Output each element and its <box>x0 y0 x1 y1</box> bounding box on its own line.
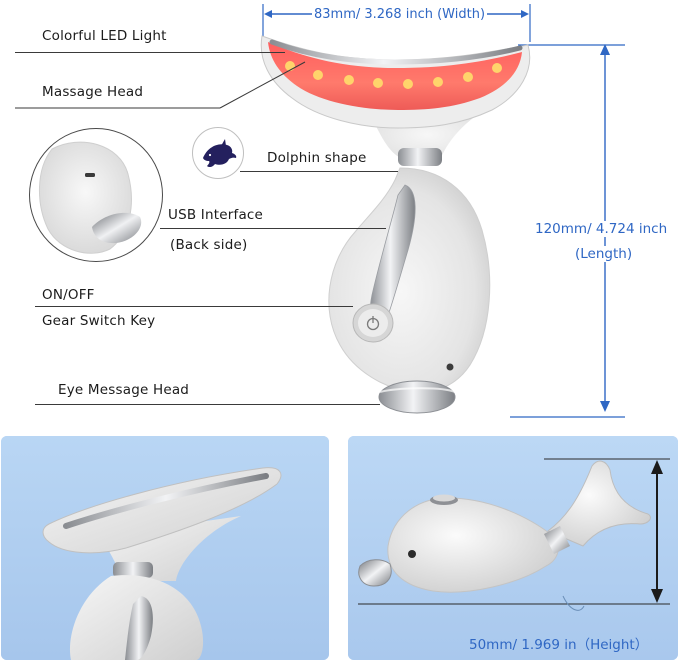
dolphin-icon-circle <box>192 127 244 179</box>
neck-massager-illustration <box>260 35 531 414</box>
usb-interface-leader <box>160 228 386 229</box>
head-closeup-illustration <box>1 436 329 660</box>
width-dimension: 83mm/ 3.268 inch (Width) <box>262 0 532 50</box>
eye-massage-head <box>378 380 456 414</box>
head-closeup-panel <box>1 436 329 660</box>
usb-detail-illustration <box>39 141 142 254</box>
on-off-label: ON/OFF <box>42 287 95 303</box>
length-dimension-value: 120mm/ 4.724 inch <box>535 221 668 237</box>
led-panel <box>268 42 522 110</box>
led-dots <box>285 61 502 89</box>
gear-switch-key-label: Gear Switch Key <box>42 313 156 329</box>
back-side-label: (Back side) <box>170 237 248 253</box>
power-button <box>352 303 394 343</box>
massage-head-label: Massage Head <box>42 84 144 100</box>
width-dimension-label: 83mm/ 3.268 inch (Width) <box>312 7 488 22</box>
on-off-leader <box>35 306 353 307</box>
eye-head-leader <box>35 404 380 405</box>
dolphin-shape-label: Dolphin shape <box>267 150 367 166</box>
side-profile-illustration <box>348 436 678 660</box>
led-light-leader <box>15 52 285 53</box>
usb-interface-label: USB Interface <box>168 207 264 223</box>
usb-detail-circle <box>29 128 163 262</box>
length-dimension-caption: (Length) <box>575 246 633 262</box>
dolphin-shape-leader <box>240 171 398 172</box>
dolphin-icon <box>203 139 237 168</box>
colorful-led-light-label: Colorful LED Light <box>42 28 167 44</box>
massage-head-leader <box>15 61 306 109</box>
height-dimension-label: 50mm/ 1.969 in（Height） <box>469 637 649 653</box>
chrome-collar <box>398 148 442 166</box>
eye-message-head-label: Eye Message Head <box>58 382 190 398</box>
side-profile-panel: 50mm/ 1.969 in（Height） <box>348 436 678 660</box>
